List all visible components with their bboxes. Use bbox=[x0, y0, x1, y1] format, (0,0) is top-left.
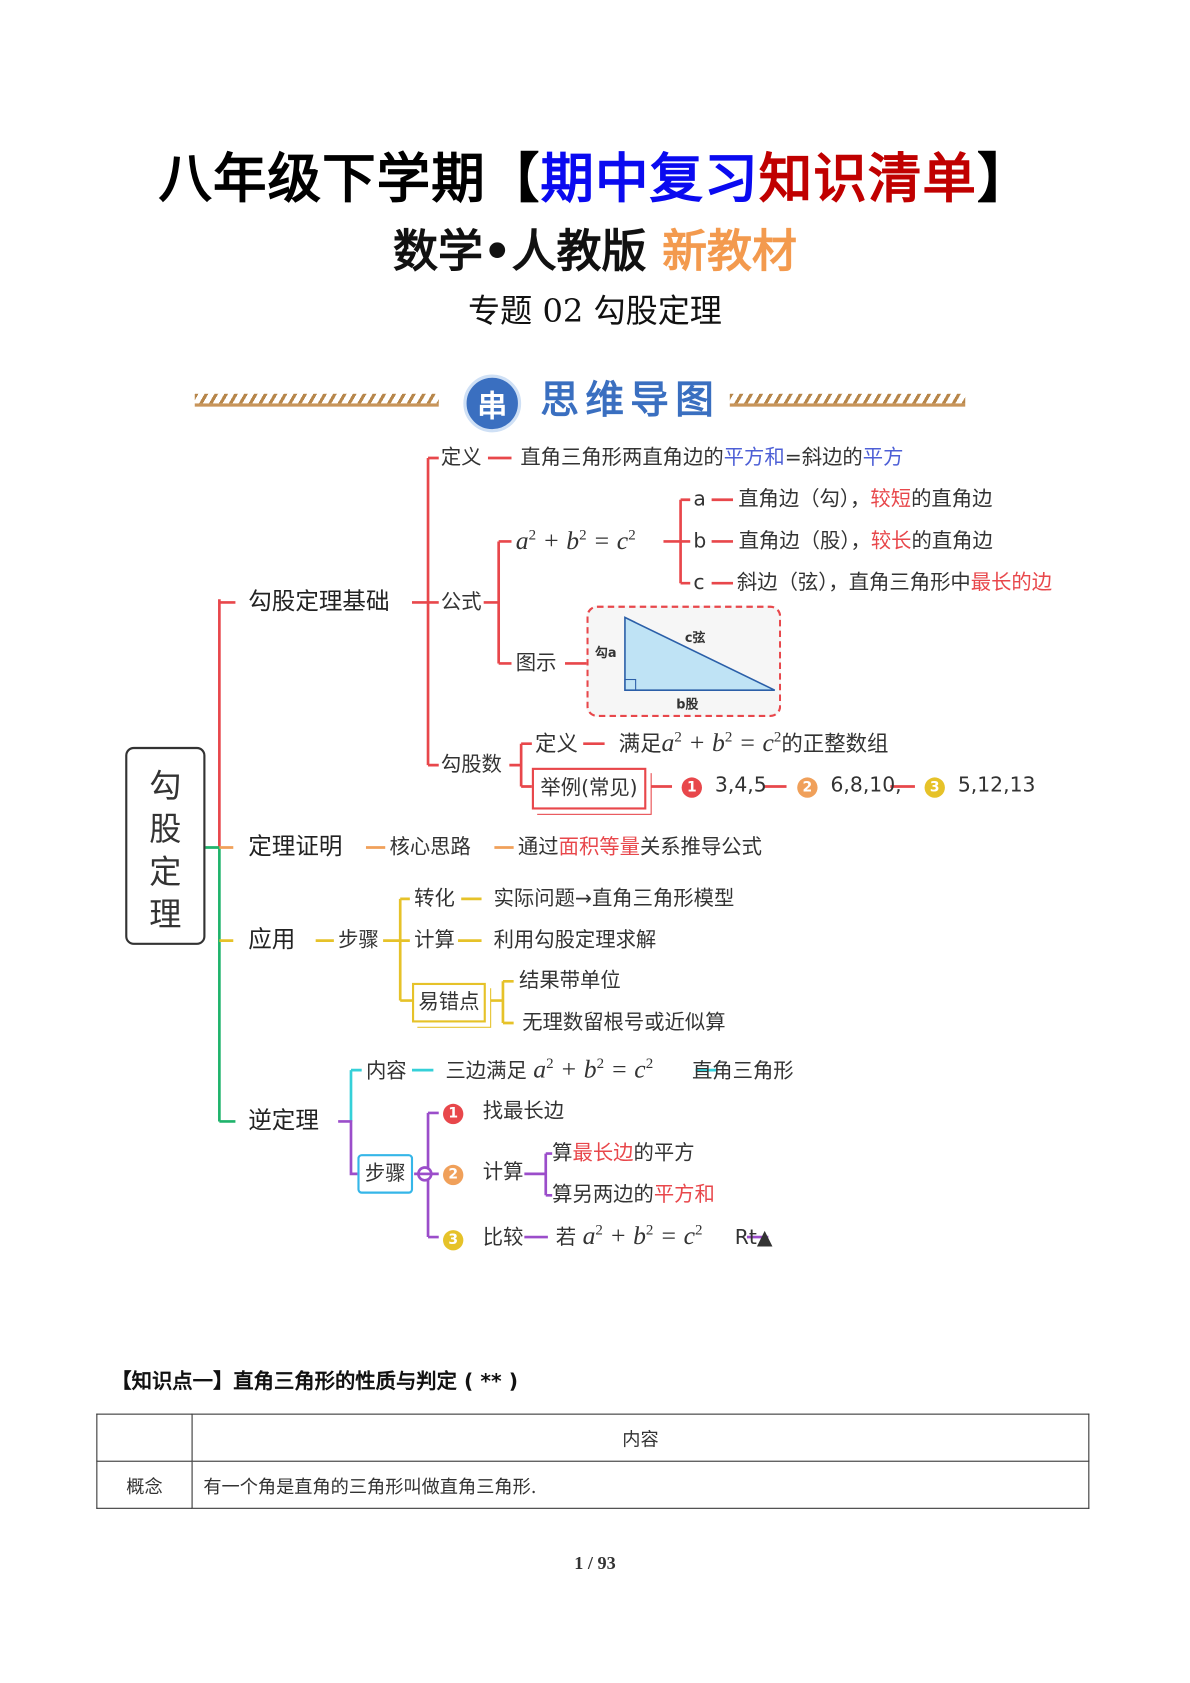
table-row: 概念有一个角是直角的三角形叫做直角三角形. bbox=[96, 1460, 1090, 1509]
root-char: 理 bbox=[149, 896, 182, 935]
page-number: 1 / 93 bbox=[574, 1552, 616, 1574]
node-examples[interactable]: 举例(常见) bbox=[531, 767, 647, 810]
section-title: 【知识点一】直角三角形的性质与判定 ( ** ) bbox=[111, 1369, 519, 1394]
node-basics[interactable]: 勾股定理基础 bbox=[248, 588, 390, 616]
header-content: 内容 bbox=[191, 1413, 1090, 1462]
node-side-a[interactable]: a 直角边（勾），较短的直角边 bbox=[693, 487, 993, 511]
node-proof[interactable]: 定理证明 bbox=[248, 833, 343, 861]
converse-step-1[interactable]: 1 找最长边 bbox=[443, 1101, 564, 1125]
banner-stripe-left bbox=[194, 393, 439, 407]
root-node[interactable]: 勾股定理 bbox=[125, 746, 206, 945]
label-hypotenuse: c弦 bbox=[684, 630, 706, 646]
row-label: 概念 bbox=[96, 1460, 193, 1509]
converse-step-3[interactable]: 3 比较 若 a2 + b2 = c2 Rt▲ bbox=[443, 1223, 773, 1251]
node-formula-label[interactable]: 公式 bbox=[440, 590, 482, 614]
node-side-b[interactable]: b 直角边（股），较长的直角边 bbox=[693, 529, 993, 553]
doc-title: 八年级下学期【期中复习知识清单】 bbox=[158, 147, 1032, 210]
node-calc[interactable]: 计算 利用勾股定理求解 bbox=[414, 928, 657, 952]
knowledge-table: 内容 概念有一个角是直角的三角形叫做直角三角形. bbox=[96, 1413, 1090, 1509]
label-leg-a: 勾a bbox=[594, 645, 617, 661]
converse-step-2[interactable]: 2 计算 bbox=[443, 1162, 523, 1186]
node-converse-steps[interactable]: 步骤 bbox=[357, 1154, 414, 1194]
node-triple-definition[interactable]: 定义 满足a2 + b2 = c2的正整数组 bbox=[535, 729, 889, 758]
node-pitfalls[interactable]: 易错点 bbox=[411, 982, 486, 1023]
node-side-c[interactable]: c 斜边（弦），直角三角形中最长的边 bbox=[693, 570, 1053, 595]
topic-title: 专题 02 勾股定理 bbox=[468, 293, 722, 331]
node-converse[interactable]: 逆定理 bbox=[248, 1107, 319, 1135]
mindmap-badge-icon: 串 bbox=[463, 374, 522, 433]
pitfall-item[interactable]: 结果带单位 bbox=[518, 968, 621, 993]
node-app-steps[interactable]: 步骤 bbox=[338, 928, 379, 952]
node-proof-idea[interactable]: 核心思路 bbox=[389, 835, 471, 859]
root-char: 定 bbox=[149, 853, 182, 892]
banner-title: 思维导图 bbox=[540, 378, 721, 423]
example-2[interactable]: 2 6,8,10, bbox=[797, 775, 902, 798]
doc-subtitle: 数学•人教版 新教材 bbox=[392, 224, 797, 278]
label-leg-b: b股 bbox=[676, 696, 699, 712]
node-diagram-label[interactable]: 图示 bbox=[515, 651, 557, 675]
node-application[interactable]: 应用 bbox=[248, 926, 296, 954]
example-3[interactable]: 3 5,12,13 bbox=[924, 775, 1035, 798]
node-proof-text[interactable]: 通过面积等量关系推导公式 bbox=[517, 835, 762, 859]
converse-step-2a[interactable]: 算最长边的平方 bbox=[552, 1141, 695, 1165]
banner-stripe-right bbox=[729, 393, 966, 407]
node-definition[interactable]: 定义 直角三角形两直角边的平方和=斜边的平方 bbox=[440, 445, 904, 470]
node-convert[interactable]: 转化 实际问题→直角三角形模型 bbox=[414, 886, 735, 911]
root-char: 勾 bbox=[149, 768, 182, 806]
table-header-row: 内容 bbox=[96, 1413, 1090, 1462]
node-formula[interactable]: a2 + b2 = c2 bbox=[515, 527, 636, 556]
converse-step-2b[interactable]: 算另两边的平方和 bbox=[552, 1182, 715, 1207]
triangle-diagram: c弦 勾a b股 bbox=[586, 605, 782, 717]
right-triangle-icon bbox=[624, 616, 776, 692]
node-converse-content[interactable]: 内容 三边满足 a2 + b2 = c2 直角三角形 bbox=[365, 1056, 794, 1085]
node-triples[interactable]: 勾股数 bbox=[440, 752, 502, 777]
example-1[interactable]: 1 3,4,5 bbox=[681, 775, 767, 798]
pitfall-item[interactable]: 无理数留根号或近似算 bbox=[522, 1010, 726, 1035]
row-content: 有一个角是直角的三角形叫做直角三角形. bbox=[191, 1460, 1090, 1509]
root-char: 股 bbox=[149, 811, 182, 849]
